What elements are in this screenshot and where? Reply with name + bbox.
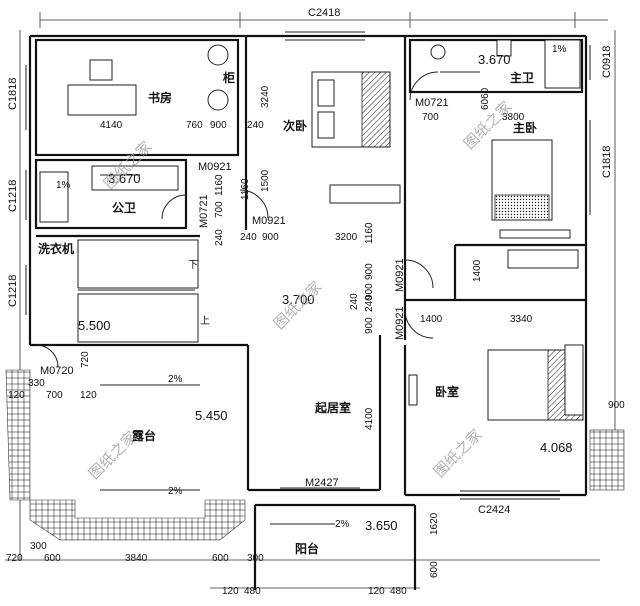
furniture <box>5 39 625 541</box>
window-label-top: C2418 <box>308 7 340 19</box>
room-master-bath: 主卫 <box>510 70 534 85</box>
elev-balcony: 3.650 <box>365 518 398 533</box>
dim-240e: 240 <box>349 293 360 310</box>
dim-900b: 900 <box>262 232 279 243</box>
room-bedroom: 卧室 <box>435 384 459 399</box>
watermark-5: 图纸之家 <box>430 426 485 481</box>
room-terrace: 露台 <box>132 428 156 443</box>
dim-300a: 300 <box>30 541 47 552</box>
dim-1620: 1620 <box>429 512 440 535</box>
door-label-5: M0921 <box>394 306 406 340</box>
dim-3240: 3240 <box>260 85 271 108</box>
dim-240a: 240 <box>247 120 264 131</box>
room-living: 起居室 <box>314 400 351 415</box>
room-washer: 洗衣机 <box>38 241 74 256</box>
dim-120d: 120 <box>368 586 385 597</box>
dim-120a: 120 <box>8 390 25 401</box>
windows <box>25 31 591 500</box>
dim-720a: 720 <box>80 351 91 368</box>
slope-4: 2% <box>168 486 183 497</box>
dim-3800: 3800 <box>502 112 525 123</box>
door-label-7: M0720 <box>40 365 74 377</box>
dim-480b: 480 <box>390 586 407 597</box>
dim-600b: 600 <box>212 553 229 564</box>
dim-6060: 6060 <box>480 87 491 110</box>
slope-5: 2% <box>335 519 350 530</box>
dim-600a: 600 <box>44 553 61 564</box>
door-label-8: M2427 <box>305 477 339 489</box>
watermark-2: 图纸之家 <box>270 278 325 333</box>
door-label-6: M0721 <box>198 194 210 228</box>
room-public-bath: 公卫 <box>112 201 136 215</box>
window-label-left-1: C1818 <box>7 78 19 110</box>
dim-900f: 900 <box>364 283 375 300</box>
dim-1160a: 1160 <box>214 174 225 196</box>
dim-600c: 600 <box>429 561 440 578</box>
slope-3: 2% <box>168 374 183 385</box>
dim-760: 760 <box>186 120 203 131</box>
elev-terrace: 5.450 <box>195 408 228 423</box>
door-label-2: M0721 <box>415 97 449 109</box>
window-label-left-3: C1218 <box>7 275 19 307</box>
dim-1400a: 1400 <box>472 259 483 282</box>
slope-arrows <box>100 71 480 525</box>
elev-right: 4.068 <box>540 440 573 455</box>
door-label-4: M0921 <box>394 258 406 292</box>
dim-3200: 3200 <box>335 232 358 243</box>
elev-stair: 5.500 <box>78 318 111 333</box>
dim-4100: 4100 <box>364 407 375 430</box>
dim-120c: 120 <box>222 586 239 597</box>
dim-120b: 120 <box>80 390 97 401</box>
elev-public-bath: 3.670 <box>108 171 141 186</box>
stair-down: 下 <box>188 260 198 271</box>
dim-3340: 3340 <box>510 314 533 325</box>
elev-living: 3.700 <box>282 292 315 307</box>
dim-700b: 700 <box>214 201 225 218</box>
room-balcony: 阳台 <box>295 541 319 556</box>
dim-700c: 700 <box>46 390 63 401</box>
dim-720b: 720 <box>6 553 23 564</box>
room-second-bedroom: 次卧 <box>283 118 307 133</box>
walls <box>28 34 588 590</box>
window-label-left-2: C1218 <box>7 180 19 212</box>
dim-240b: 240 <box>214 229 225 246</box>
elev-master-bath: 3.670 <box>478 52 511 67</box>
room-cabinet: 柜 <box>222 70 235 85</box>
dim-1500: 1500 <box>260 169 271 192</box>
watermark-4: 图纸之家 <box>85 428 140 483</box>
slope-2: 1% <box>56 180 71 191</box>
doors <box>35 71 439 489</box>
dim-1160b: 1160 <box>240 178 251 200</box>
slope-1: 1% <box>552 44 567 55</box>
dim-4140: 4140 <box>100 120 123 131</box>
door-label-3: M0921 <box>252 215 286 227</box>
dim-240d: 240 <box>364 295 375 312</box>
room-study: 书房 <box>148 90 172 105</box>
dim-300b: 300 <box>247 553 264 564</box>
dim-900d: 900 <box>364 317 375 334</box>
dim-480a: 480 <box>244 586 261 597</box>
dim-900e: 900 <box>608 400 625 411</box>
dim-900a: 900 <box>210 120 227 131</box>
room-master-bedroom: 主卧 <box>513 120 537 135</box>
window-label-right-2: C1818 <box>601 146 613 178</box>
dim-700a: 700 <box>422 112 439 123</box>
door-label-1: M0921 <box>198 161 232 173</box>
dim-900c: 900 <box>364 263 375 280</box>
window-label-bottom: C2424 <box>478 504 510 516</box>
dim-1400b: 1400 <box>420 314 443 325</box>
dim-330: 330 <box>28 378 45 389</box>
dim-3840: 3840 <box>125 553 148 564</box>
dim-240c: 240 <box>240 232 257 243</box>
window-label-right-1: C0918 <box>601 46 613 78</box>
dim-1160c: 1160 <box>364 222 375 244</box>
stair-up: 上 <box>200 315 210 327</box>
